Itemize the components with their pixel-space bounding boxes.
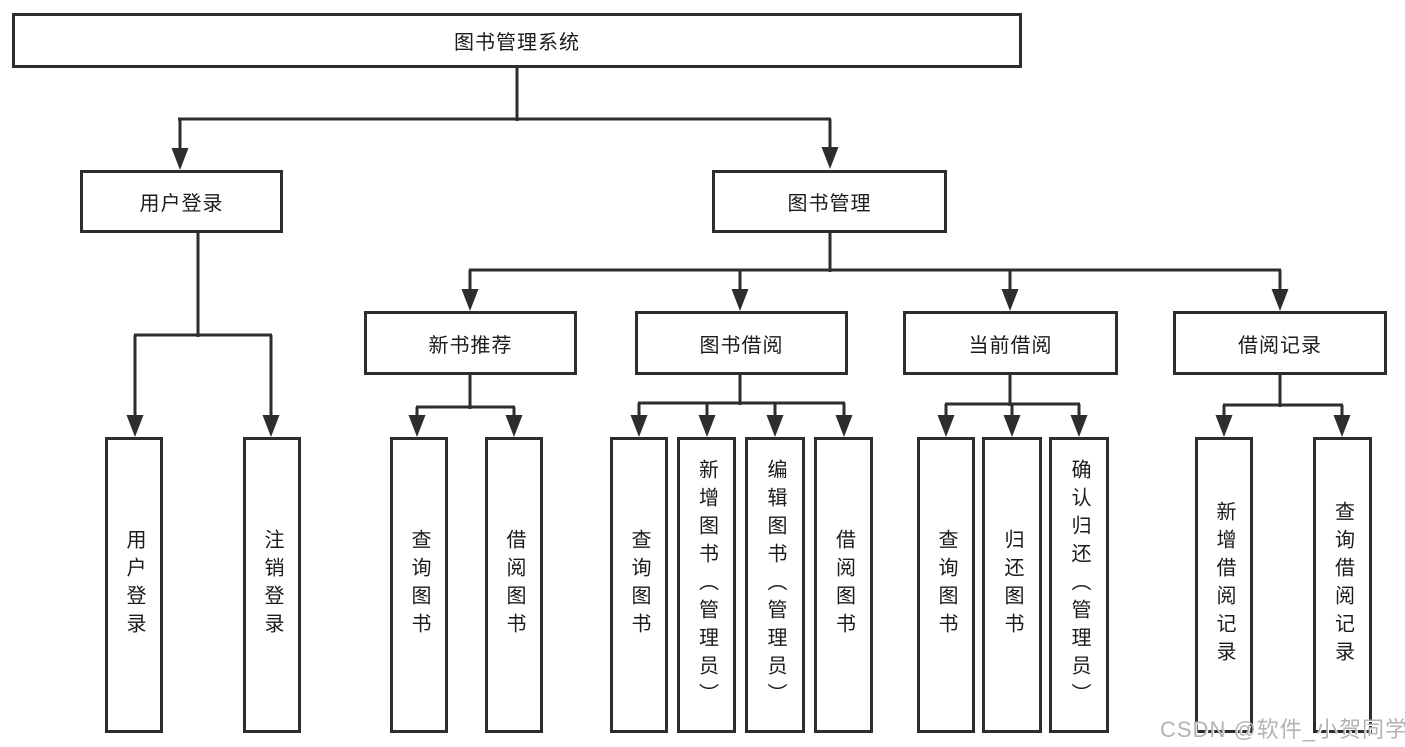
leaf-return-book: 归还图书 (982, 437, 1042, 733)
leaf-query-book-borrow: 查询图书 (610, 437, 668, 733)
leaf-label: 确认归还（管理员） (1068, 459, 1090, 711)
node-label: 新书推荐 (428, 334, 513, 357)
leaf-borrow-book-recommend: 借阅图书 (485, 437, 543, 733)
leaf-label: 用户登录 (123, 529, 145, 641)
leaf-label: 查询图书 (935, 529, 957, 641)
leaf-label: 编辑图书（管理员） (764, 459, 786, 711)
leaf-add-book-admin: 新增图书（管理员） (677, 437, 736, 733)
watermark: CSDN @软件_小贺同学 (1160, 717, 1405, 742)
node-book-borrow: 图书借阅 (635, 311, 848, 375)
node-borrow-record: 借阅记录 (1173, 311, 1387, 375)
leaf-label: 查询图书 (628, 529, 650, 641)
node-label: 图书管理系统 (454, 32, 580, 54)
node-user-login: 用户登录 (80, 170, 283, 233)
leaf-query-book-current: 查询图书 (917, 437, 975, 733)
leaf-edit-book-admin: 编辑图书（管理员） (745, 437, 805, 733)
node-label: 图书借阅 (699, 334, 784, 357)
leaf-add-borrow-record: 新增借阅记录 (1195, 437, 1253, 733)
leaf-label: 借阅图书 (503, 529, 525, 641)
leaf-label: 借阅图书 (832, 529, 855, 641)
leaf-label: 注销登录 (261, 529, 283, 641)
leaf-label: 查询图书 (408, 529, 430, 641)
leaf-query-book-recommend: 查询图书 (390, 437, 448, 733)
leaf-label: 新增图书（管理员） (695, 459, 718, 711)
node-label: 当前借阅 (968, 334, 1053, 357)
node-label: 借阅记录 (1238, 334, 1322, 357)
leaf-logout-login: 注销登录 (243, 437, 301, 733)
leaf-query-borrow-record: 查询借阅记录 (1313, 437, 1372, 733)
leaf-label: 查询借阅记录 (1331, 501, 1354, 669)
leaf-label: 归还图书 (1001, 529, 1023, 641)
node-current-borrow: 当前借阅 (903, 311, 1118, 375)
node-book-management: 图书管理 (712, 170, 947, 233)
leaf-borrow-book: 借阅图书 (814, 437, 873, 733)
leaf-confirm-return-admin: 确认归还（管理员） (1049, 437, 1109, 733)
node-label: 图书管理 (787, 193, 872, 215)
node-library-management-system: 图书管理系统 (12, 13, 1022, 68)
node-new-book-recommend: 新书推荐 (364, 311, 577, 375)
node-label: 用户登录 (139, 193, 224, 215)
leaf-label: 新增借阅记录 (1213, 501, 1235, 669)
leaf-user-login: 用户登录 (105, 437, 163, 733)
